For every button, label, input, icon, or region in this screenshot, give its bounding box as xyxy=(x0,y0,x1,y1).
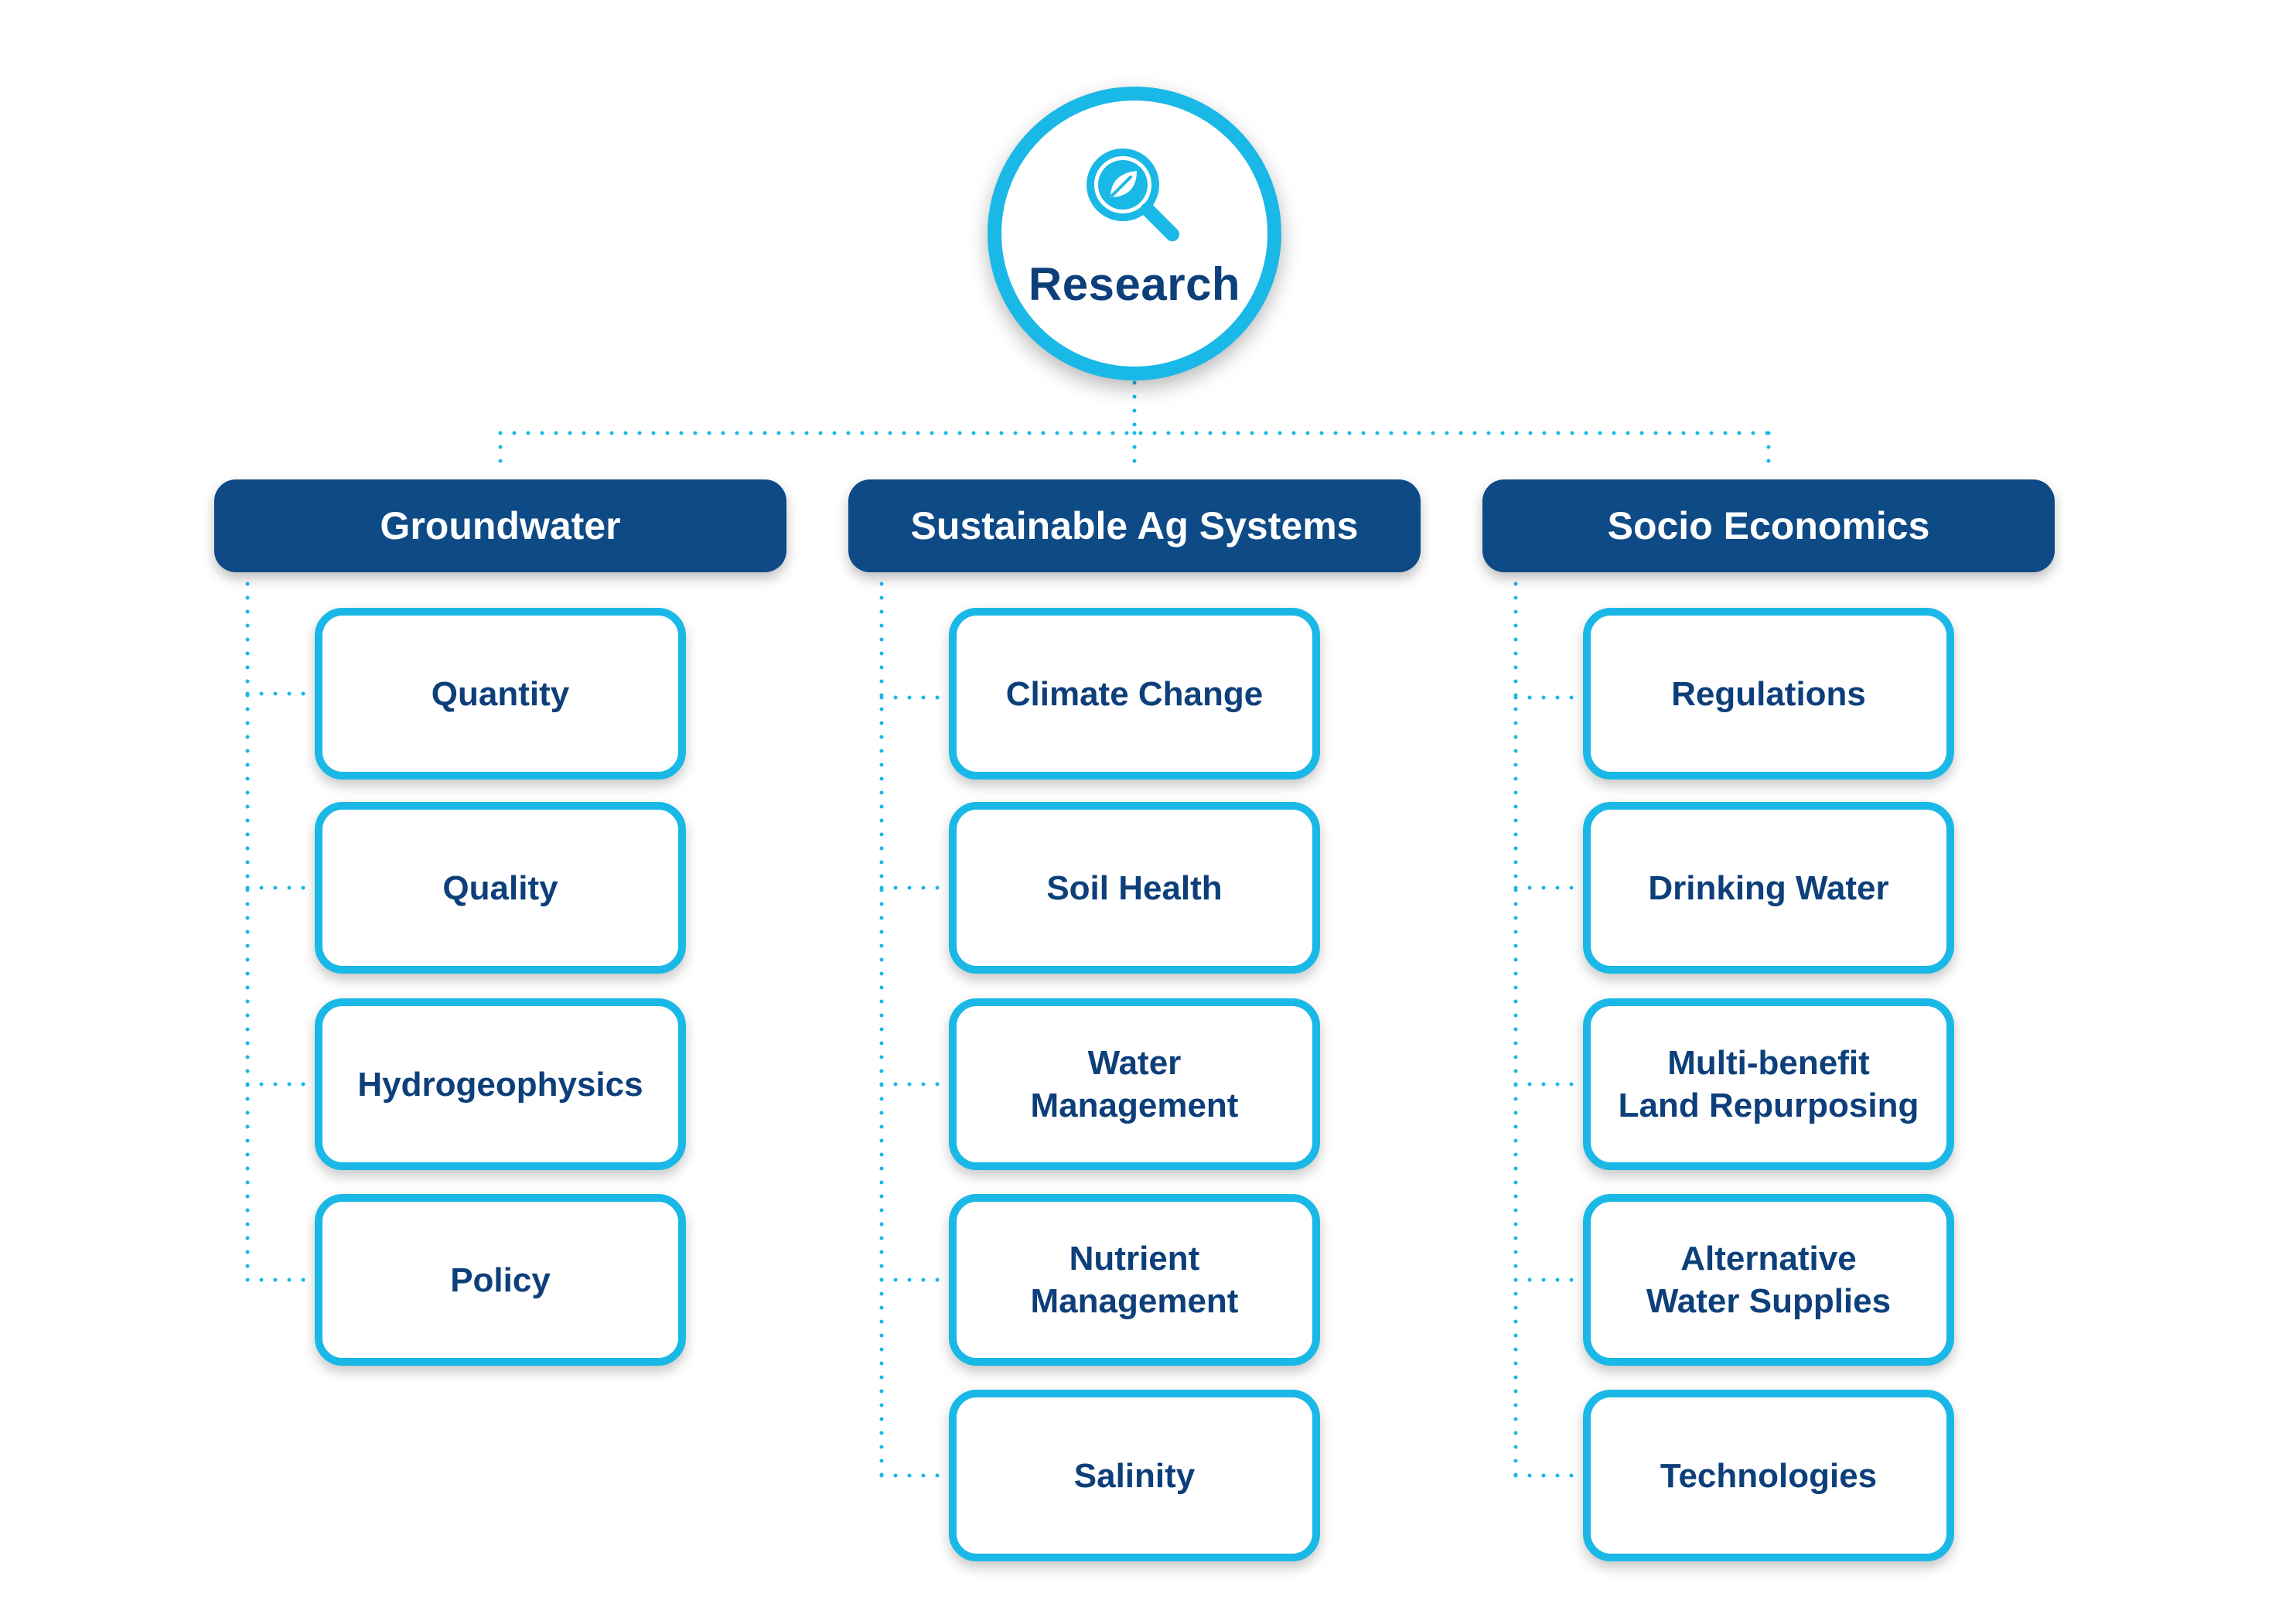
topic-card: Regulations xyxy=(1583,608,1954,780)
magnifier-leaf-icon xyxy=(1087,148,1179,241)
category-sustainable-ag-systems: Sustainable Ag Systems xyxy=(848,479,1421,572)
topic-card: Multi-benefit Land Repurposing xyxy=(1583,998,1954,1170)
topic-card: Hydrogeophysics xyxy=(315,998,686,1170)
topic-card: Alternative Water Supplies xyxy=(1583,1194,1954,1366)
topic-card: Water Management xyxy=(949,998,1320,1170)
topic-card: Quantity xyxy=(315,608,686,780)
root-node-research: Research xyxy=(988,87,1281,380)
topic-card: Nutrient Management xyxy=(949,1194,1320,1366)
topic-card: Technologies xyxy=(1583,1390,1954,1561)
category-socio-economics: Socio Economics xyxy=(1482,479,2055,572)
topic-card: Policy xyxy=(315,1194,686,1366)
root-label: Research xyxy=(1028,258,1241,310)
topic-card: Climate Change xyxy=(949,608,1320,780)
topic-card: Soil Health xyxy=(949,802,1320,974)
topic-card: Quality xyxy=(315,802,686,974)
topic-card: Salinity xyxy=(949,1390,1320,1561)
category-groundwater: Groundwater xyxy=(214,479,786,572)
topic-card: Drinking Water xyxy=(1583,802,1954,974)
